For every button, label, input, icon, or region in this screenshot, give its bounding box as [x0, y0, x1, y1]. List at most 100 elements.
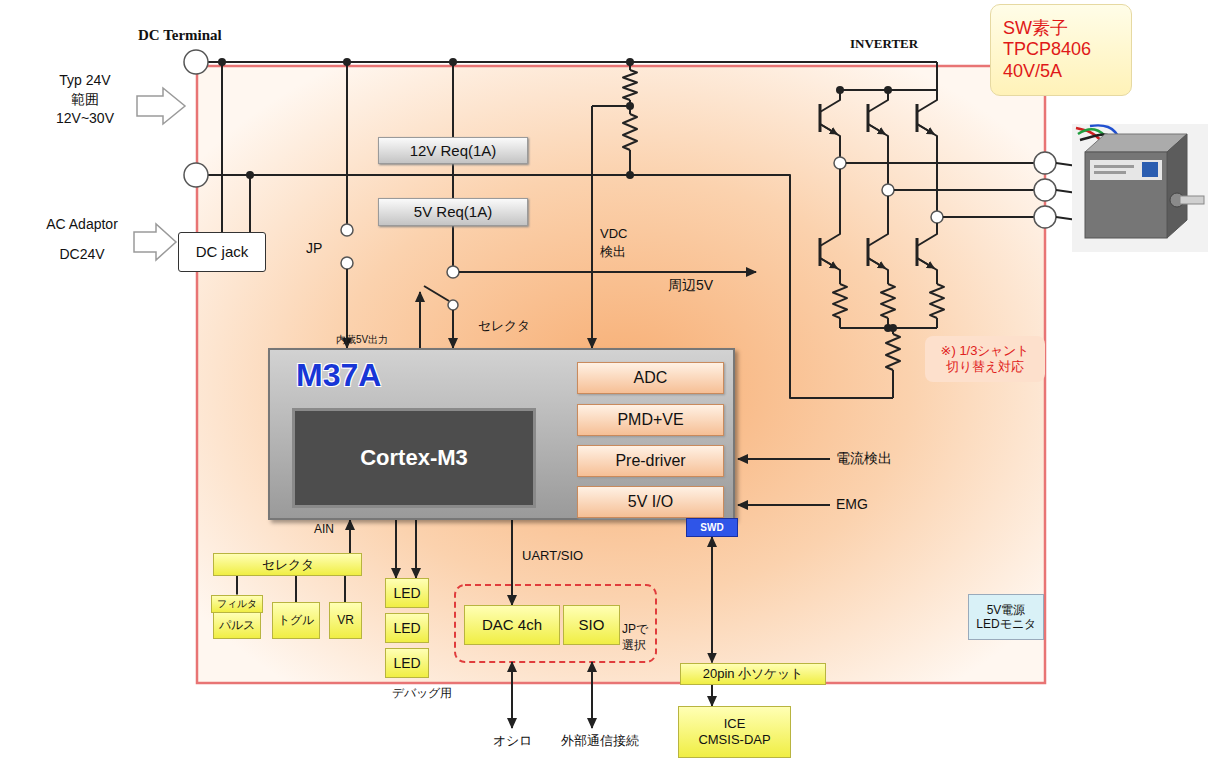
- transistor-collector: [820, 90, 840, 112]
- terminal-circle: [448, 300, 458, 310]
- box-text: LED: [393, 585, 420, 602]
- resistor-symbol: [833, 284, 847, 318]
- connector: [711, 685, 713, 707]
- led-box: LED: [385, 613, 429, 643]
- signal-label: EMG: [836, 496, 868, 513]
- box-text: 20pin 小ソケット: [703, 666, 803, 682]
- edge-label: UART/SIO: [522, 548, 583, 564]
- socket-box: 20pin 小ソケット: [680, 663, 826, 685]
- dac-box: DAC 4ch: [464, 605, 560, 645]
- phase-wire: [894, 189, 1034, 191]
- wire: [936, 223, 938, 224]
- power-rail: [208, 61, 937, 63]
- resistor-symbol: [886, 334, 900, 370]
- sio-box: SIO: [563, 605, 620, 645]
- wire: [887, 146, 889, 184]
- transistor-emitter: [820, 124, 840, 146]
- transistor-base: [819, 104, 822, 132]
- regulator-box: 12V Req(1A): [378, 137, 528, 164]
- wire: [249, 175, 251, 232]
- emitter-arrow-line: [917, 124, 934, 134]
- wire: [221, 62, 223, 232]
- input-box: パルス: [213, 612, 261, 639]
- input-box: トグル: [272, 602, 320, 639]
- connector: [349, 520, 351, 553]
- wire: [839, 146, 841, 157]
- peripheral-box: Pre-driver: [577, 445, 724, 477]
- box-text: DAC 4ch: [482, 616, 542, 634]
- box-text: ※) 1/3シャント 切り替え対応: [937, 343, 1033, 374]
- dashed-group: [455, 585, 656, 662]
- junction-dot: [449, 58, 457, 66]
- transistor-collector: [820, 224, 840, 246]
- spec-label: Typ 24V: [59, 72, 110, 89]
- box-text: DC jack: [196, 243, 249, 261]
- terminal-circle: [1034, 179, 1056, 201]
- terminal-circle: [341, 257, 353, 269]
- box-text: LED: [393, 655, 420, 672]
- monitor-box: 5V電源 LEDモニタ: [968, 594, 1044, 640]
- signal-arrow: [591, 106, 593, 348]
- input-arrow: [137, 88, 185, 124]
- motor-label-line: [1094, 171, 1126, 174]
- jack-box: DC jack: [178, 232, 266, 272]
- emitter-arrow-line: [820, 124, 837, 134]
- emitter-arrow-line: [820, 258, 837, 268]
- connector: [236, 576, 238, 595]
- connector: [415, 520, 417, 578]
- signal-arrow: [452, 310, 454, 348]
- wire: [346, 62, 348, 224]
- signal-label: 内蔵5V出力: [336, 334, 388, 346]
- box-text: 5V I/O: [628, 492, 673, 511]
- transistor-base: [867, 104, 870, 132]
- box-text: 12V Req(1A): [410, 142, 497, 160]
- box-text: セレクタ: [262, 557, 314, 573]
- motor-shaft: [1180, 196, 1204, 204]
- transistor-base: [916, 104, 919, 132]
- wire: [592, 105, 630, 107]
- wire: [887, 196, 889, 224]
- transistor-collector: [917, 90, 937, 112]
- pin-label: AIN: [314, 522, 334, 536]
- box-text: パルス: [219, 618, 255, 632]
- input-box: VR: [329, 602, 362, 639]
- box-text: CMSIS-DAP: [698, 732, 770, 748]
- terminal-circle: [341, 224, 353, 236]
- motor-side: [1167, 134, 1187, 238]
- emitter-arrow-line: [917, 258, 934, 268]
- transistor-emitter: [917, 258, 937, 280]
- signal-arrow: [511, 662, 513, 728]
- resistor-symbol: [930, 284, 944, 318]
- box-text: M37A: [296, 356, 381, 394]
- box-text: ICE: [724, 716, 746, 732]
- connector: [344, 576, 346, 602]
- junction-dot: [218, 58, 226, 66]
- regulator-box: 5V Req(1A): [378, 198, 528, 226]
- note-label: デバッグ用: [392, 686, 452, 700]
- terminal-circle: [834, 157, 846, 169]
- wire: [839, 318, 841, 328]
- transistor-base: [867, 238, 870, 266]
- signal-arrow: [738, 458, 830, 460]
- transistor-collector: [868, 90, 888, 112]
- motor-label: [1090, 160, 1162, 180]
- led-box: LED: [385, 648, 429, 678]
- heading-label: INVERTER: [850, 36, 918, 52]
- transistor-collector: [868, 224, 888, 246]
- terminal-circle: [447, 266, 459, 278]
- selector-switch: [424, 286, 449, 301]
- connector: [452, 164, 454, 198]
- transistor-emitter: [868, 124, 888, 146]
- box-text: Cortex-M3: [360, 445, 468, 471]
- photo-ground: [1072, 124, 1208, 252]
- emitter-arrow-line: [868, 258, 885, 268]
- junction-dot: [626, 171, 634, 179]
- signal-arrow: [459, 271, 756, 273]
- motor-front: [1085, 152, 1167, 238]
- signal-arrow: [591, 662, 593, 728]
- junction-dot: [343, 58, 351, 66]
- connector: [511, 520, 513, 605]
- wire: [452, 62, 454, 137]
- note-label: 選択: [622, 638, 646, 652]
- signal-label: VDC: [600, 226, 627, 242]
